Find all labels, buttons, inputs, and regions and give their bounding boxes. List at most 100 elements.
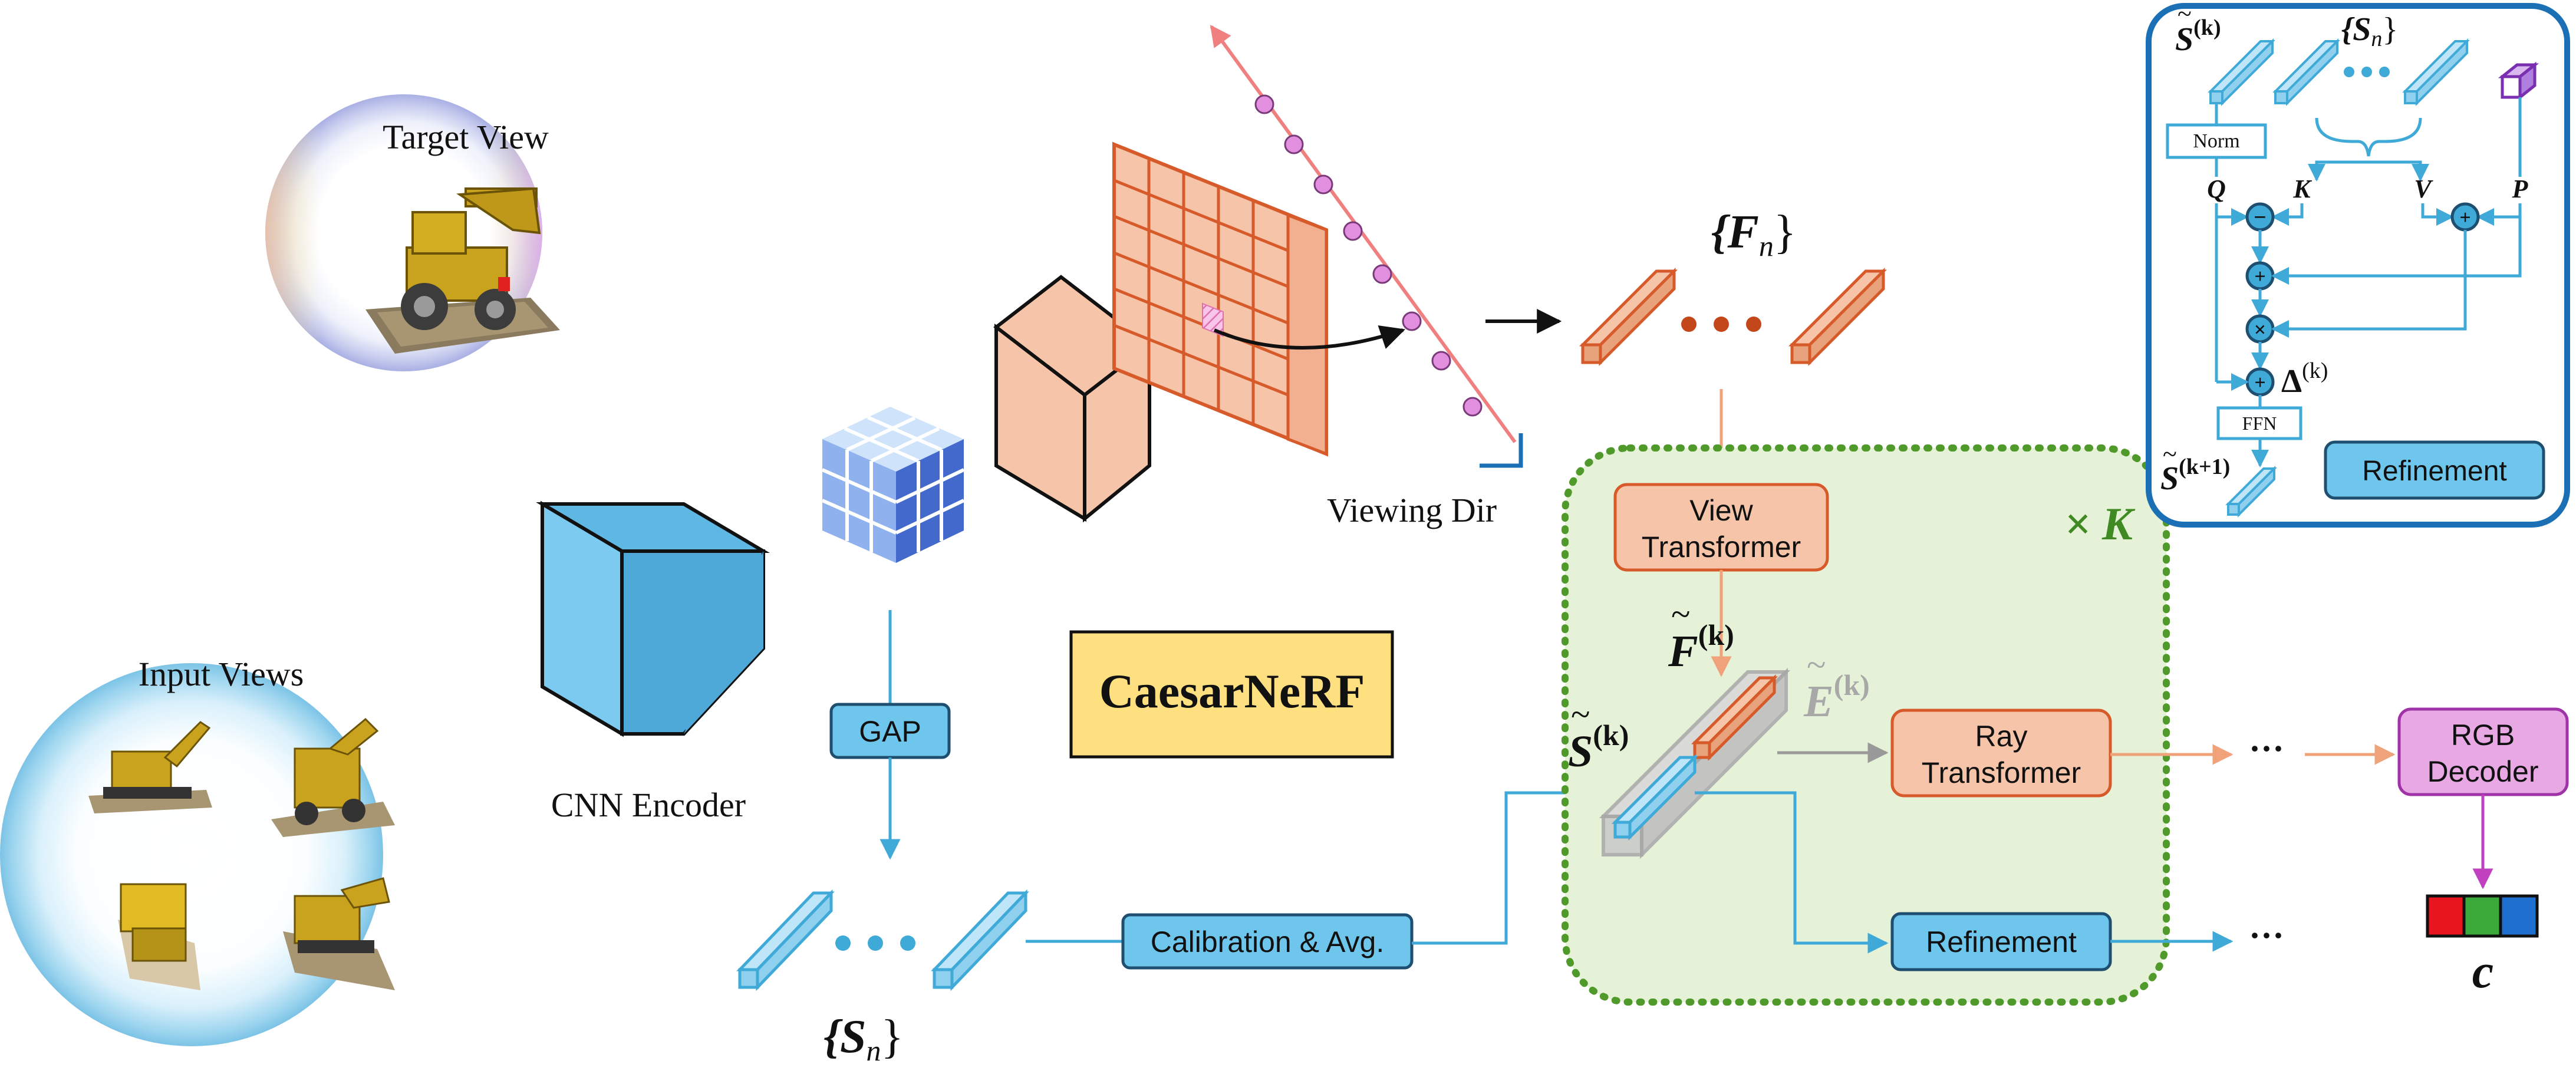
selected-pixel <box>1202 302 1224 337</box>
loop-repeat-label: × K <box>2064 498 2136 549</box>
inset-plus-glyph-top: + <box>2459 207 2470 229</box>
target-excavator-image <box>365 187 560 354</box>
inset-q-label: Q <box>2207 174 2226 203</box>
sn-dot-1 <box>835 935 851 951</box>
output-c-label: c <box>2472 944 2493 998</box>
inset-v-label: V <box>2414 174 2433 203</box>
caesarnerf-title: CaesarNeRF <box>1099 664 1365 718</box>
cnn-encoder-label: CNN Encoder <box>551 786 746 824</box>
input-view-thumbnail-3 <box>118 883 200 990</box>
calibration-avg-label: Calibration & Avg. <box>1151 925 1385 958</box>
f-tilde-label: F(k) <box>1668 618 1734 676</box>
inset-s-k1-token <box>2225 466 2277 518</box>
inset-s-k-label: S(k) <box>2175 15 2221 58</box>
caesarnerf-title-box: CaesarNeRF <box>1069 630 1394 759</box>
ray-sample-point-7 <box>1431 351 1451 371</box>
inset-delta-label: Δ(k) <box>2281 358 2328 400</box>
inset-refinement-label: Refinement <box>2362 456 2506 487</box>
gap-label: GAP <box>859 715 921 748</box>
inset-s-k-tilde: ~ <box>2178 0 2192 28</box>
inset-sn-brace <box>2315 117 2422 157</box>
sn-dot-3 <box>900 935 915 951</box>
refinement-box: Refinement <box>1890 912 2112 971</box>
inset-brace-to-k <box>2308 160 2369 182</box>
inset-norm-label: Norm <box>2193 130 2239 152</box>
inset-sn-dot-2 <box>2361 67 2372 77</box>
sn-set-label: {Sn} <box>823 1011 904 1067</box>
inset-sn-label: {Sn} <box>2341 11 2399 51</box>
viewing-dir-label: Viewing Dir <box>1327 491 1497 529</box>
inset-s-k1-label: S(k+1) <box>2160 454 2230 497</box>
inset-s-k1-tilde: ~ <box>2163 440 2177 469</box>
inset-ffn-box: FFN <box>2216 406 2302 440</box>
input-view-thumbnail-4 <box>283 877 395 990</box>
e-tilde-tilde: ~ <box>1807 645 1826 684</box>
e-tilde-label: E(k) <box>1803 668 1870 726</box>
inset-minus-glyph: − <box>2254 205 2267 230</box>
s-tilde-token <box>1611 753 1699 841</box>
inset-plus-glyph-2: + <box>2254 266 2265 288</box>
viewing-ray: Viewing Dir <box>1210 25 1523 529</box>
sn-bar-1 <box>736 889 835 991</box>
fn-feature-bars: {Fn} <box>1579 206 1887 367</box>
view-transformer-label-line2: Transformer <box>1642 531 1801 564</box>
ray-ellipsis: ··· <box>2249 729 2284 768</box>
inset-plustop-to-times <box>2271 230 2467 338</box>
sn-dot-2 <box>868 935 883 951</box>
s-tilde-tilde: ~ <box>1571 695 1590 734</box>
inset-k-label: K <box>2292 174 2312 203</box>
inset-p-cube <box>2498 61 2539 101</box>
ray-sample-point-8 <box>1462 397 1483 417</box>
inset-refinement-box: Refinement <box>2324 440 2545 500</box>
ray-sample-point-3 <box>1313 174 1333 195</box>
fn-bar-2 <box>1788 267 1887 367</box>
s-tilde-label: S(k) <box>1568 719 1629 776</box>
feature-voxel-cube <box>821 407 965 563</box>
fn-dot-2 <box>1714 317 1729 332</box>
refinement-label: Refinement <box>1926 925 2077 958</box>
inset-ffn-label: FFN <box>2242 413 2277 434</box>
inset-norm-box: Norm <box>2166 123 2267 159</box>
inset-sn-token-1 <box>2272 38 2340 106</box>
transformer-loop-region: × K <box>1562 444 2170 1006</box>
inset-s-k-token <box>2208 38 2275 106</box>
inset-sn-token-2 <box>2402 38 2470 106</box>
view-transformer-label-line1: View <box>1689 494 1753 527</box>
inset-k-to-minus <box>2271 203 2304 226</box>
ray-sample-point-2 <box>1284 134 1304 154</box>
inset-p-to-plus2 <box>2271 217 2522 285</box>
inset-v-to-plus <box>2421 203 2454 226</box>
sn-bar-2 <box>931 889 1029 991</box>
fn-bar-1 <box>1579 267 1678 367</box>
fn-set-label: {Fn} <box>1711 206 1797 262</box>
output-color-swatch <box>2426 894 2539 938</box>
ray-sample-point-4 <box>1343 221 1363 241</box>
fn-dot-3 <box>1746 317 1761 332</box>
inset-sn-dot-1 <box>2344 67 2354 77</box>
rgb-decoder-line1: RGB <box>2451 719 2515 752</box>
sn-feature-bars: {Sn} <box>736 889 1029 1067</box>
target-view-title: Target View <box>383 118 549 156</box>
rgb-decoder-line2: Decoder <box>2427 755 2539 788</box>
input-views-sphere: Input Views <box>0 655 395 1046</box>
calibration-to-s-tilde-arrow <box>1412 782 1618 945</box>
refinement-detail-inset: S(k) ~ {Sn} Norm <box>2146 0 2570 528</box>
ray-sample-point-5 <box>1372 264 1392 284</box>
rgb-decoder-box: RGB Decoder <box>2397 707 2569 796</box>
token-stack <box>1599 667 1791 859</box>
cnn-encoder-cube: CNN Encoder <box>536 500 770 824</box>
side-camera-block <box>993 275 1152 523</box>
ray-transformer-label-line1: Ray <box>1975 720 2028 753</box>
view-transformer-box: View Transformer <box>1613 483 1829 572</box>
ray-sample-point-1 <box>1254 94 1274 114</box>
inset-sn-dot-3 <box>2379 67 2390 77</box>
inset-times-glyph: × <box>2254 318 2267 341</box>
ray-sample-point-6 <box>1402 311 1422 331</box>
fn-dot-1 <box>1681 317 1697 332</box>
target-view-sphere: Target View <box>265 94 560 371</box>
f-tilde-token <box>1691 674 1778 762</box>
calibration-avg-box: Calibration & Avg. <box>1121 913 1414 970</box>
input-view-thumbnail-1 <box>88 721 212 813</box>
gap-box: GAP <box>829 703 951 759</box>
input-view-thumbnail-2 <box>271 717 395 837</box>
